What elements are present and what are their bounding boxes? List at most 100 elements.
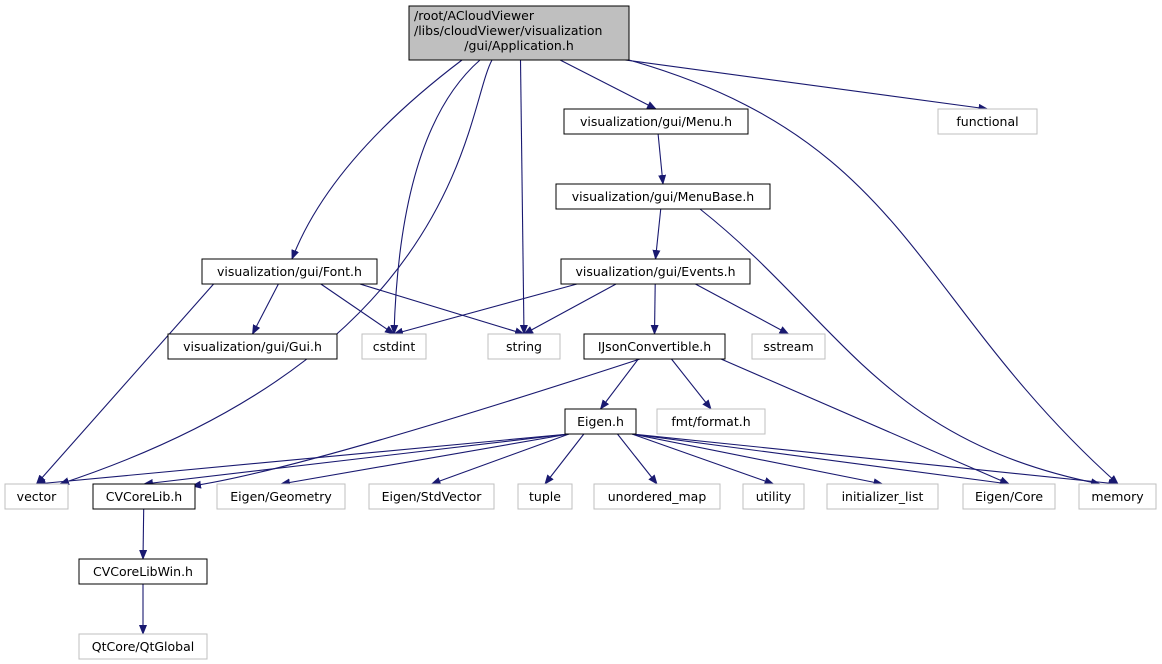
edge-eigen-to-eigencore [631,433,1010,487]
node-label: unordered_map [608,489,707,504]
node-box [368,483,495,510]
node-functional: functional [937,108,1038,135]
node-box [826,483,939,510]
edge-ijson-to-cvcorelib [191,358,641,489]
edge-menubase-to-events [652,208,662,260]
edge-root-to-string [519,59,528,335]
node-label: /gui/Application.h [464,38,574,53]
node-initializer_list: initializer_list [826,483,939,510]
node-box [962,483,1056,510]
node-fmt: fmt/format.h [656,408,766,435]
node-box [563,108,749,135]
node-utility: utility [742,483,805,510]
node-stdvector: Eigen/StdVector [368,483,495,510]
edge-root-to-cstdint [390,59,481,335]
node-box [555,183,771,210]
node-cstdint: cstdint [361,333,427,360]
node-box [216,483,346,510]
edge-eigen-to-stdvector [430,433,570,485]
node-box [742,483,805,510]
edge-font-to-cstdint [320,283,395,335]
node-label: visualization/gui/Events.h [575,264,735,279]
node-label: IJsonConvertible.h [598,339,711,354]
node-eigen[interactable]: Eigen.h [564,408,637,435]
node-label: fmt/format.h [671,414,750,429]
node-unordered_map: unordered_map [593,483,721,510]
node-tuple: tuple [517,483,573,510]
edge-ijson-to-eigencore [720,358,1010,485]
node-box [78,633,208,660]
node-cvcorelib[interactable]: CVCoreLib.h [92,483,196,510]
edge-eigen-to-vector [35,433,570,488]
node-box [656,408,766,435]
node-box [564,408,637,435]
edge-font-to-vector [35,283,215,485]
node-label: string [506,339,542,354]
node-label: memory [1091,489,1144,504]
edge-root-to-menu [559,59,657,110]
node-ijson[interactable]: IJsonConvertible.h [583,333,726,360]
edge-menu-to-menubase [657,133,667,185]
edge-root-to-functional [624,59,989,112]
node-box [751,333,826,360]
node-box [487,333,561,360]
node-label: Eigen/StdVector [382,489,483,504]
node-box [4,483,69,510]
node-label: CVCoreLib.h [106,489,182,504]
edge-eigen-to-unordered_map [617,433,658,485]
node-root: /root/ACloudViewer/libs/cloudViewer/visu… [408,5,630,61]
node-label: sstream [763,339,813,354]
node-menu[interactable]: visualization/gui/Menu.h [563,108,749,135]
node-box [593,483,721,510]
node-cvcorelibwin[interactable]: CVCoreLibWin.h [78,558,208,585]
edge-ijson-to-eigen [599,358,639,410]
edge-events-to-cstdint [393,283,578,336]
node-label: cstdint [373,339,416,354]
node-label: utility [756,489,792,504]
edge-font-to-gui [252,283,279,335]
node-box [517,483,573,510]
node-events[interactable]: visualization/gui/Events.h [560,258,751,285]
edge-font-to-string [359,283,525,336]
node-box [937,108,1038,135]
node-sstream: sstream [751,333,826,360]
node-menubase[interactable]: visualization/gui/MenuBase.h [555,183,771,210]
node-memory: memory [1078,483,1157,510]
node-label: Eigen.h [577,414,624,429]
node-box [583,333,726,360]
edge-menubase-to-memory [699,208,1101,487]
node-box [1078,483,1157,510]
node-string: string [487,333,561,360]
node-box [167,333,338,360]
node-label: /root/ACloudViewer [414,8,535,23]
node-gui[interactable]: visualization/gui/Gui.h [167,333,338,360]
edge-events-to-ijson [650,283,659,335]
node-font[interactable]: visualization/gui/Font.h [201,258,378,285]
node-box [201,258,378,285]
edge-events-to-sstream [695,283,790,335]
node-label: Eigen/Geometry [230,489,332,504]
node-label: visualization/gui/Gui.h [183,339,322,354]
node-geometry: Eigen/Geometry [216,483,346,510]
node-label: Eigen/Core [975,489,1043,504]
node-box [361,333,427,360]
node-label: visualization/gui/Font.h [217,264,362,279]
edge-cvcorelib-to-cvcorelibwin [139,508,148,560]
node-label: QtCore/QtGlobal [92,639,195,654]
node-label: CVCoreLibWin.h [93,564,193,579]
node-box [78,558,208,585]
edge-ijson-to-fmt [671,358,712,410]
edge-eigen-to-geometry [280,433,570,487]
node-label: tuple [529,489,561,504]
edge-eigen-to-utility [631,433,775,485]
edge-eigen-to-tuple [544,433,585,485]
edge-eigen-to-memory [631,433,1119,488]
edge-root-to-font [291,59,463,260]
edge-eigen-to-cvcorelib [143,433,570,487]
node-qtglobal: QtCore/QtGlobal [78,633,208,660]
node-label: functional [956,114,1018,129]
node-label: initializer_list [842,489,924,504]
node-label: visualization/gui/Menu.h [580,114,732,129]
